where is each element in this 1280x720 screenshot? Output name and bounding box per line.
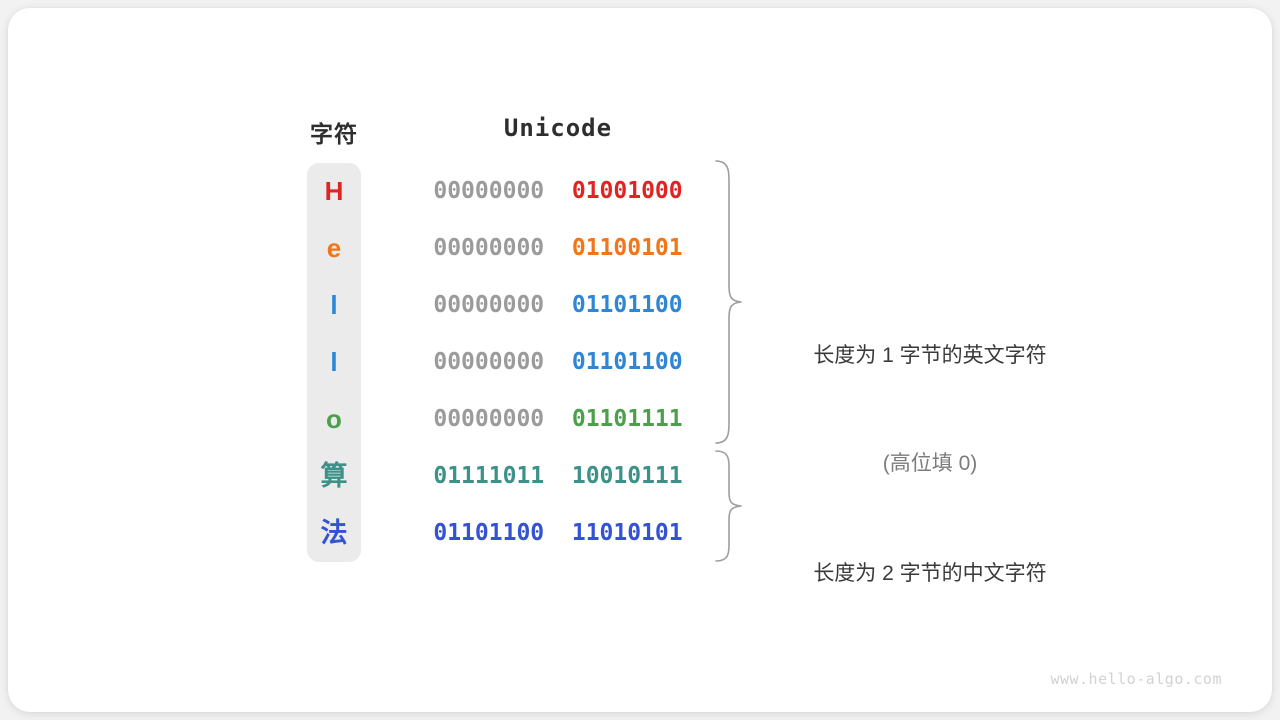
high-byte: 01111011 <box>433 463 545 489</box>
unicode-bits-row: 00000000 01001000 <box>424 163 692 220</box>
char-cell: o <box>326 404 342 434</box>
low-byte: 01101111 <box>571 406 683 432</box>
unicode-bits-row: 00000000 01100101 <box>424 220 692 277</box>
low-byte: 11010101 <box>571 520 683 546</box>
watermark-url: www.hello-algo.com <box>1050 670 1222 688</box>
brace-cjk <box>715 450 742 562</box>
low-byte: 10010111 <box>571 463 683 489</box>
annotation-cjk-line1: 长度为 2 字节的中文字符 <box>813 562 1047 585</box>
unicode-bits-row: 01101100 11010101 <box>424 505 692 562</box>
low-byte: 01100101 <box>571 235 683 261</box>
high-byte: 01101100 <box>433 520 545 546</box>
column-header-unicode: Unicode <box>503 114 613 142</box>
unicode-bits-row: 00000000 01101100 <box>424 277 692 334</box>
unicode-bits-row: 00000000 01101111 <box>424 391 692 448</box>
low-byte: 01101100 <box>571 292 683 318</box>
char-cell: H <box>324 176 344 206</box>
column-header-char: 字符 <box>310 121 358 147</box>
annotation-ascii-line2: (高位填 0) <box>882 452 978 475</box>
annotation-cjk: 长度为 2 字节的中文字符 <box>760 484 1100 664</box>
annotation-ascii: 长度为 1 字节的英文字符 (高位填 0) <box>760 266 1100 554</box>
char-cell: l <box>330 347 338 377</box>
figure-card <box>8 8 1272 712</box>
char-cell: l <box>330 290 338 320</box>
low-byte: 01001000 <box>571 178 683 204</box>
unicode-bits-row: 00000000 01101100 <box>424 334 692 391</box>
char-cell: 算 <box>320 461 348 491</box>
high-byte: 00000000 <box>433 349 545 375</box>
char-column-background <box>307 163 361 562</box>
high-byte: 00000000 <box>433 292 545 318</box>
char-cell: e <box>326 233 342 263</box>
high-byte: 00000000 <box>433 235 545 261</box>
unicode-bits-row: 01111011 10010111 <box>424 448 692 505</box>
low-byte: 01101100 <box>571 349 683 375</box>
char-cell: 法 <box>320 518 348 548</box>
brace-ascii <box>715 160 742 444</box>
annotation-ascii-line1: 长度为 1 字节的英文字符 <box>813 344 1047 367</box>
high-byte: 00000000 <box>433 178 545 204</box>
high-byte: 00000000 <box>433 406 545 432</box>
